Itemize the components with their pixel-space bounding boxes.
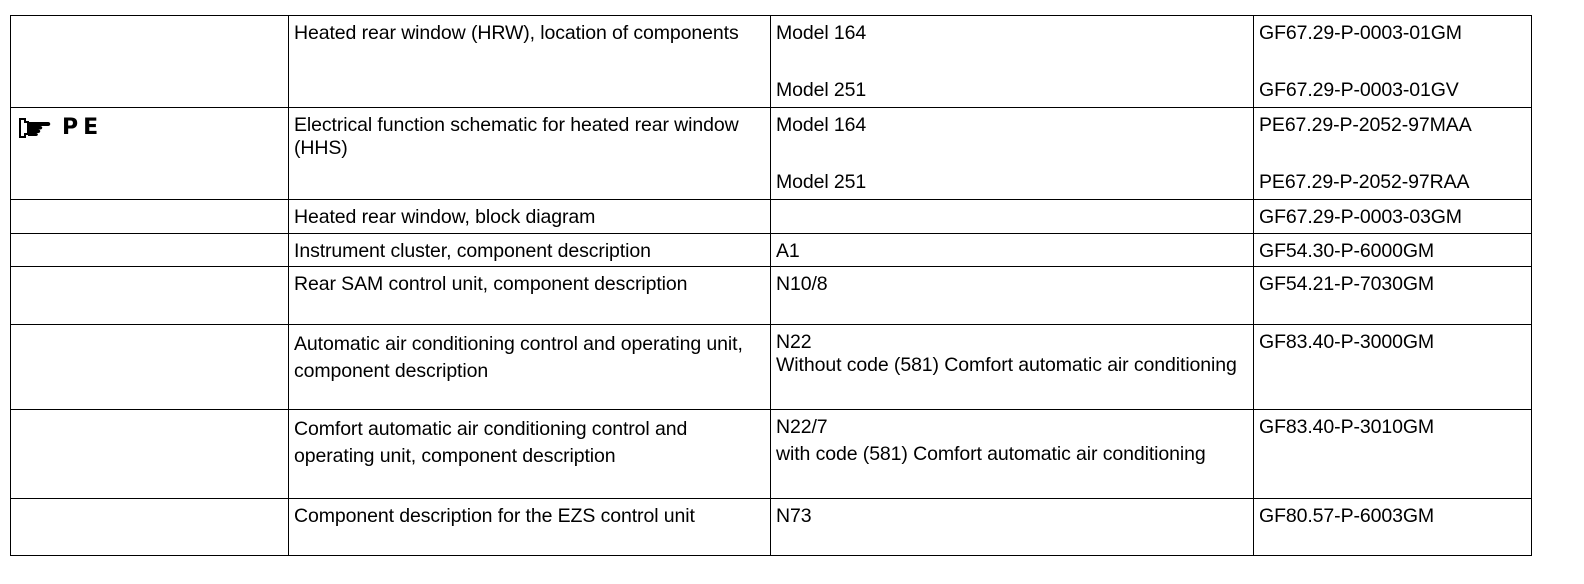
reference-table: Heated rear window (HRW), location of co… <box>10 15 1532 556</box>
scope-cell: N73 <box>770 498 1254 556</box>
description-cell: Comfort automatic air conditioning contr… <box>288 409 771 499</box>
document-title: Comfort automatic air conditioning contr… <box>294 418 688 467</box>
document-number-link[interactable]: GF80.57-P-6003GM <box>1259 505 1435 527</box>
description-cell: Heated rear window, block diagram <box>288 199 771 234</box>
marker-cell: PE <box>10 107 289 200</box>
document-number-link[interactable]: GF54.21-P-7030GM <box>1259 273 1435 295</box>
component-code: N73 <box>776 505 812 527</box>
document-number-cell: GF54.21-P-7030GM <box>1253 266 1532 325</box>
document-number-link[interactable]: GF67.29-P-0003-01GV <box>1259 79 1459 101</box>
document-number-cell: GF80.57-P-6003GM <box>1253 498 1532 556</box>
pe-label: PE <box>62 115 104 140</box>
document-title: Instrument cluster, component descriptio… <box>294 240 651 262</box>
marker-cell <box>10 498 289 556</box>
model-label: Model 164 <box>776 22 867 44</box>
document-title: Automatic air conditioning control and o… <box>294 333 743 382</box>
marker-cell <box>10 409 289 499</box>
description-cell: Component description for the EZS contro… <box>288 498 771 556</box>
scope-cell: Model 164 Model 251 <box>770 15 1254 108</box>
scope-cell: A1 <box>770 233 1254 267</box>
component-code: N22 <box>776 331 812 353</box>
document-number-cell: GF67.29-P-0003-03GM <box>1253 199 1532 234</box>
scope-cell: N22 Without code (581) Comfort automatic… <box>770 324 1254 410</box>
document-title: Electrical function schematic for heated… <box>294 114 739 159</box>
table-row: Automatic air conditioning control and o… <box>10 324 1532 410</box>
table-row: PE Electrical function schematic for hea… <box>10 107 1532 200</box>
document-number-link[interactable]: GF83.40-P-3010GM <box>1259 416 1435 438</box>
document-number-cell: PE67.29-P-2052-97MAA PE67.29-P-2052-97RA… <box>1253 107 1532 200</box>
marker-cell <box>10 324 289 410</box>
pe-marker: PE <box>18 116 103 140</box>
model-label: Model 251 <box>776 171 867 193</box>
component-code: N22/7 <box>776 416 828 438</box>
table-row: Rear SAM control unit, component descrip… <box>10 266 1532 325</box>
scope-cell: Model 164 Model 251 <box>770 107 1254 200</box>
model-label: Model 164 <box>776 114 867 136</box>
description-cell: Electrical function schematic for heated… <box>288 107 771 200</box>
component-code: A1 <box>776 240 800 262</box>
document-number-cell: GF83.40-P-3000GM <box>1253 324 1532 410</box>
component-code: N10/8 <box>776 273 828 295</box>
document-number-cell: GF54.30-P-6000GM <box>1253 233 1532 267</box>
scope-cell: N10/8 <box>770 266 1254 325</box>
document-title: Component description for the EZS contro… <box>294 505 695 527</box>
description-cell: Heated rear window (HRW), location of co… <box>288 15 771 108</box>
description-cell: Instrument cluster, component descriptio… <box>288 233 771 267</box>
document-number-link[interactable]: GF67.29-P-0003-01GM <box>1259 22 1462 44</box>
scope-cell <box>770 199 1254 234</box>
document-number-link[interactable]: PE67.29-P-2052-97RAA <box>1259 171 1470 193</box>
pointing-hand-icon <box>19 118 51 138</box>
model-label: Model 251 <box>776 79 867 101</box>
document-number-link[interactable]: GF83.40-P-3000GM <box>1259 331 1435 353</box>
table-row: Heated rear window (HRW), location of co… <box>10 15 1532 108</box>
document-number-cell: GF67.29-P-0003-01GM GF67.29-P-0003-01GV <box>1253 15 1532 108</box>
marker-cell <box>10 199 289 234</box>
marker-cell <box>10 266 289 325</box>
table-row: Instrument cluster, component descriptio… <box>10 233 1532 267</box>
document-number-link[interactable]: GF54.30-P-6000GM <box>1259 240 1435 262</box>
document-title: Rear SAM control unit, component descrip… <box>294 273 688 295</box>
code-note: with code (581) Comfort automatic air co… <box>776 443 1206 465</box>
table-row: Heated rear window, block diagram GF67.2… <box>10 199 1532 234</box>
marker-cell <box>10 15 289 108</box>
marker-cell <box>10 233 289 267</box>
code-note: Without code (581) Comfort automatic air… <box>776 354 1237 376</box>
document-number-link[interactable]: GF67.29-P-0003-03GM <box>1259 206 1462 228</box>
document-title: Heated rear window, block diagram <box>294 206 596 228</box>
document-title: Heated rear window (HRW), location of co… <box>294 22 739 44</box>
scope-cell: N22/7 with code (581) Comfort automatic … <box>770 409 1254 499</box>
table-row: Component description for the EZS contro… <box>10 498 1532 556</box>
document-number-cell: GF83.40-P-3010GM <box>1253 409 1532 499</box>
document-number-link[interactable]: PE67.29-P-2052-97MAA <box>1259 114 1472 136</box>
description-cell: Rear SAM control unit, component descrip… <box>288 266 771 325</box>
table-row: Comfort automatic air conditioning contr… <box>10 409 1532 499</box>
description-cell: Automatic air conditioning control and o… <box>288 324 771 410</box>
